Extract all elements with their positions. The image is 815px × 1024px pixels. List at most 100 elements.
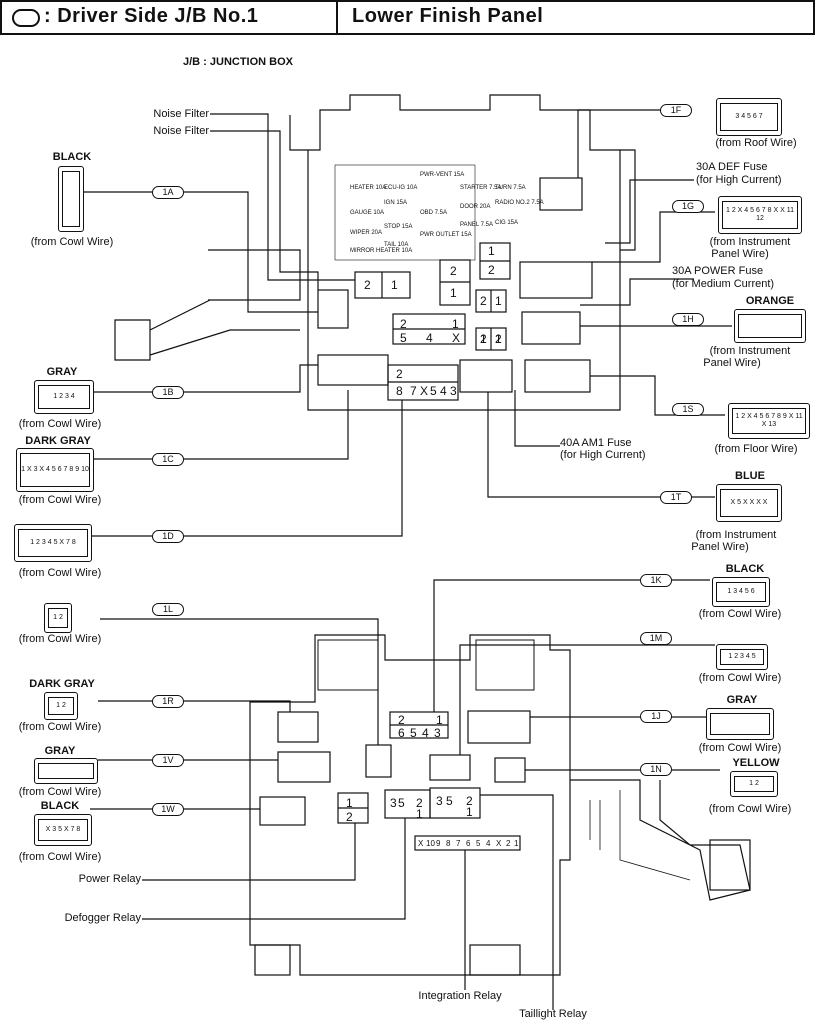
source-1C: (from Cowl Wire) xyxy=(18,494,102,506)
relay-pin-number: 5 xyxy=(446,794,453,808)
connector-1K: 1 3 4 5 6 xyxy=(712,577,770,607)
source-1F: (from Roof Wire) xyxy=(715,137,797,149)
relay-pin-number: 3 xyxy=(436,794,443,808)
connector-1C: 1 X 3 X 4 5 6 7 8 9 10 xyxy=(16,448,94,492)
connector-1D: 1 2 3 4 5 X 7 8 xyxy=(14,524,92,562)
source-1R: (from Cowl Wire) xyxy=(18,721,102,733)
color-1K: BLACK xyxy=(725,563,765,575)
tag-1F: 1F xyxy=(660,104,692,117)
relay-pin-number: 4 xyxy=(422,726,429,740)
fuse-label: IGN 15A xyxy=(384,200,408,206)
relay-pin-number: X xyxy=(452,331,461,345)
relay-pin-number: 6 xyxy=(466,839,471,848)
relay-pin-number: 2 xyxy=(495,332,502,346)
source-1K: (from Cowl Wire) xyxy=(698,608,782,620)
relay-pin-number: 2 xyxy=(480,294,487,308)
relay-pin-number: 8 xyxy=(446,839,451,848)
fuse-label: DOOR 20A xyxy=(460,204,491,210)
tag-1A: 1A xyxy=(152,186,184,199)
fuse-label: HEATER 10A xyxy=(350,185,387,191)
tag-1T: 1T xyxy=(660,491,692,504)
relay-pin-number: 5 xyxy=(476,839,481,848)
source-1L: (from Cowl Wire) xyxy=(18,633,102,645)
fuse-label: PANEL 7.5A xyxy=(460,222,494,228)
relay-pin-number: 2 xyxy=(364,278,371,292)
tag-1S: 1S xyxy=(672,403,704,416)
tag-1G: 1G xyxy=(672,200,704,213)
header-divider xyxy=(336,2,338,33)
source-1J: (from Cowl Wire) xyxy=(698,742,782,754)
relay-pin-number: 5 xyxy=(400,331,407,345)
relay-pin-number: X xyxy=(420,384,429,398)
tag-1L: 1L xyxy=(152,603,184,616)
tag-1D: 1D xyxy=(152,530,184,543)
relay-pin-number: 2 xyxy=(480,332,487,346)
relay-pin-number: 5 xyxy=(398,796,405,810)
connector-1W: X 3 5 X 7 8 xyxy=(34,814,92,846)
relay-pin-number: 1 xyxy=(495,294,502,308)
connector-1T: X 5 X X X X xyxy=(716,484,782,522)
fuse-label: CIG 15A xyxy=(495,220,519,226)
am1-fuse-label-1: 40A AM1 Fuse xyxy=(560,437,632,449)
fuse-label: OBD 7.5A xyxy=(420,210,448,216)
tag-1V: 1V xyxy=(152,754,184,767)
relay-pin-number: 3 xyxy=(450,384,457,398)
power-relay-label: Power Relay xyxy=(78,873,141,885)
relay-pin-number: 4 xyxy=(440,384,447,398)
color-1B: GRAY xyxy=(46,366,78,378)
def-fuse-label-2: (for High Current) xyxy=(696,174,782,186)
relay-pin-number: 2 xyxy=(416,796,423,810)
relay-pin-number: 1 xyxy=(450,286,457,300)
color-1R: DARK GRAY xyxy=(29,678,95,690)
fuse-label: STOP 15A xyxy=(384,224,413,230)
diagram-subtitle: J/B : JUNCTION BOX xyxy=(183,56,294,68)
source-1D: (from Cowl Wire) xyxy=(18,567,102,579)
fuse-label: MIRROR HEATER 10A xyxy=(350,248,413,254)
fuse-label: PWR-VENT 15A xyxy=(420,172,465,178)
tag-1J: 1J xyxy=(640,710,672,723)
fuse-label: STARTER 7.5A xyxy=(460,185,502,191)
power-fuse-label-2: (for Medium Current) xyxy=(672,278,775,290)
color-1V: GRAY xyxy=(44,745,76,757)
connector-1L: 1 2 xyxy=(44,603,72,633)
source-1T-line2: Panel Wire) xyxy=(691,541,749,553)
integration-relay-label: Integration Relay xyxy=(418,990,502,1002)
connector-1V xyxy=(34,758,98,784)
tag-1K: 1K xyxy=(640,574,672,587)
taillight-relay-label: Taillight Relay xyxy=(519,1008,587,1020)
source-1M: (from Cowl Wire) xyxy=(698,672,782,684)
fuse-label: TAIL 10A xyxy=(384,242,409,248)
upper-jb-outline xyxy=(307,94,621,411)
connector-1A xyxy=(58,166,84,232)
relay-pin-number: 2 xyxy=(450,264,457,278)
relay-pin-number: 7 xyxy=(456,839,461,848)
color-1A: BLACK xyxy=(52,151,92,163)
relay-pin-number: 6 xyxy=(398,726,405,740)
relay-pin-number: 1 xyxy=(346,796,353,810)
source-1W: (from Cowl Wire) xyxy=(18,851,102,863)
source-1G-line2: Panel Wire) xyxy=(711,248,769,260)
source-1N: (from Cowl Wire) xyxy=(708,803,792,815)
relay-pin-number: 2 xyxy=(466,794,473,808)
connector-1H xyxy=(734,309,806,343)
relay-pin-number: 4 xyxy=(486,839,491,848)
relay-pin-number: 2 xyxy=(396,367,403,381)
location-symbol-icon xyxy=(12,9,40,27)
defogger-relay-label: Defogger Relay xyxy=(64,912,141,924)
relay-pin-number: 1 xyxy=(480,332,487,346)
source-1T-line1: (from Instrument xyxy=(695,529,777,541)
connector-1B: 1 2 3 4 xyxy=(34,380,94,414)
source-1S: (from Floor Wire) xyxy=(714,443,798,455)
relay-pin-number: 2 xyxy=(398,713,405,727)
source-1G-line1: (from Instrument xyxy=(709,236,791,248)
am1-fuse-label-2: (for High Current) xyxy=(560,449,646,461)
relay-pin-number: 3 xyxy=(390,796,397,810)
source-1B: (from Cowl Wire) xyxy=(18,418,102,430)
source-1H-line2: Panel Wire) xyxy=(703,357,761,369)
header-left-title: : Driver Side J/B No.1 xyxy=(44,5,259,27)
noise-filter-label-2: Noise Filter xyxy=(153,125,209,137)
fuse-label: WIPER 20A xyxy=(350,230,383,236)
relay-pin-number: 1 xyxy=(391,278,398,292)
